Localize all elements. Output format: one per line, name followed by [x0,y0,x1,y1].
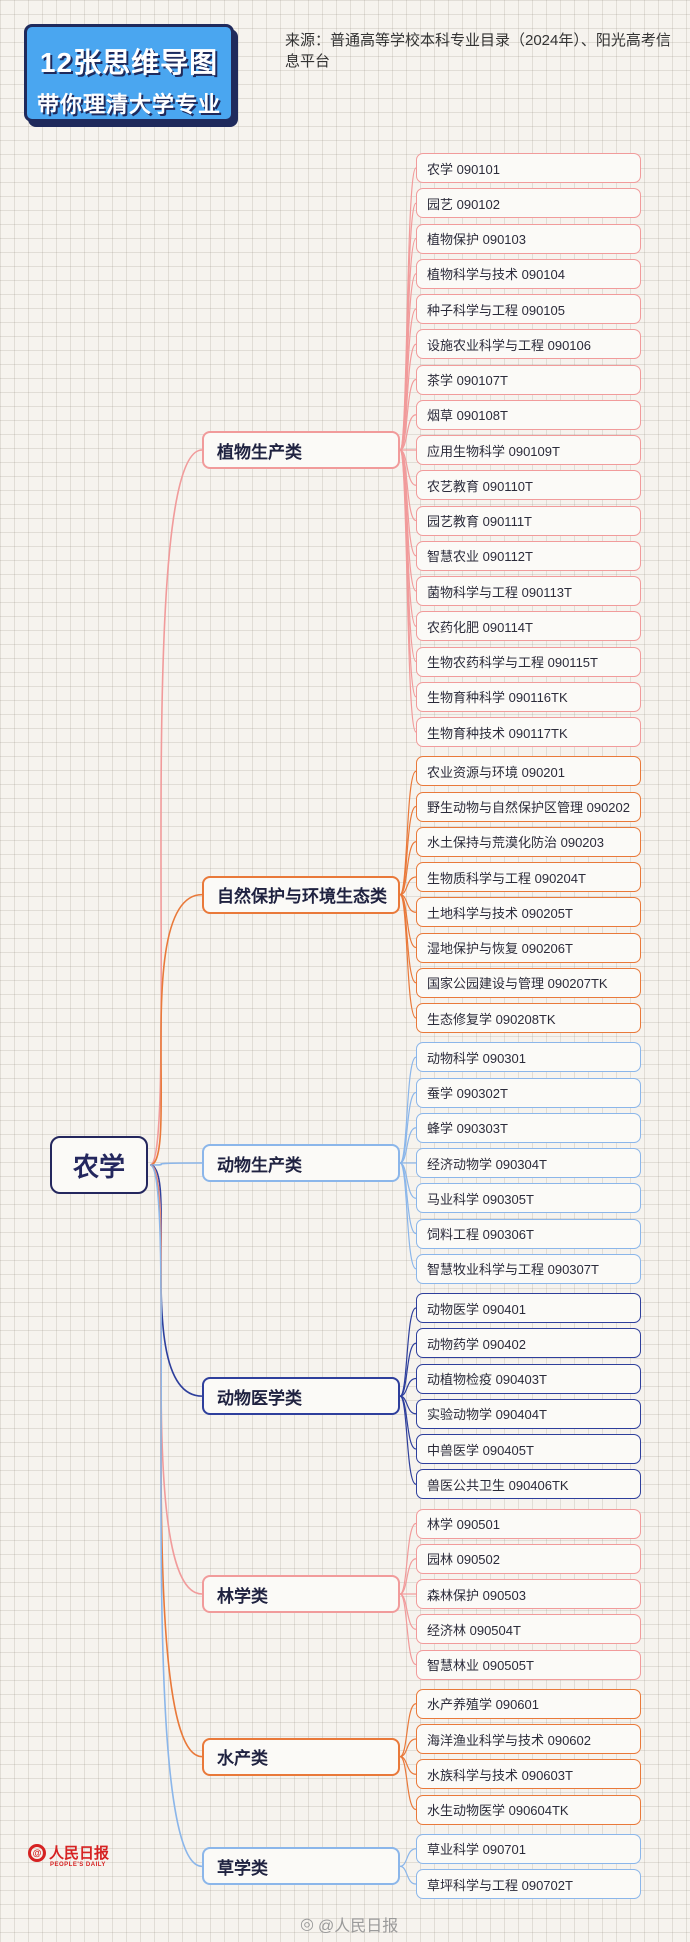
major-item: 智慧农业 090112T [416,540,641,571]
major-item: 经济动物学 090304T [416,1148,641,1178]
source-note: 来源：普通高等学校本科专业目录（2024年）、阳光高考信息平台 [285,32,671,70]
leaf-branch-line [399,1593,417,1630]
major-item: 种子科学与工程 090105 [416,294,641,324]
category-node: 动物医学类 [202,1377,400,1416]
leaf-branch-line [399,1056,417,1164]
title-line-1: 12张思维导图 [39,47,219,78]
major-item: 植物保护 090103 [416,223,641,254]
root-node: 农学 [50,1136,148,1194]
major-item: 应用生物科学 090109T [416,435,641,465]
leaf-branch-line [399,1377,417,1397]
major-item: 烟草 090108T [416,399,641,430]
major-item: 智慧林业 090505T [416,1649,641,1680]
title-line-2: 带你理清大学专业 [36,92,221,117]
logo-mark-icon: @ [28,1843,46,1862]
weibo-icon: ◎ [300,1916,314,1933]
leaf-branch-line [399,1522,417,1595]
major-item: 饲料工程 090306T [416,1218,641,1249]
major-item: 水产养殖学 090601 [416,1688,641,1719]
major-item: 生物农药科学与工程 090115T [416,646,641,677]
leaf-branch-line [399,1738,417,1758]
leaf-branch-line [399,894,417,1019]
major-item: 蜂学 090303T [416,1112,641,1143]
major-item: 草坪科学与工程 090702T [416,1869,641,1899]
major-item: 水生动物医学 090604TK [416,1794,641,1825]
leaf-branch-line [399,1865,417,1885]
leaf-branch-line [399,841,417,896]
major-item: 蚕学 090302T [416,1077,641,1108]
leaf-branch-line [399,876,417,896]
leaf-branch-line [399,1703,417,1758]
major-item: 森林保护 090503 [416,1579,641,1609]
leaf-branch-line [399,1593,417,1666]
major-item: 园艺教育 090111T [416,505,641,536]
major-item: 土地科学与技术 090205T [416,897,641,928]
major-item: 海洋渔业科学与技术 090602 [416,1724,641,1754]
major-item: 农艺教育 090110T [416,470,641,501]
root-branch-line [149,1162,203,1166]
category-node: 植物生产类 [202,431,400,469]
people-daily-logo: @ 人民日报 PEOPLE'S DAILY [28,1842,110,1868]
leaf-branch-line [399,1127,417,1164]
leaf-branch-line [399,1395,417,1485]
leaf-branch-line [399,770,417,896]
major-item: 经济林 090504T [416,1614,641,1645]
root-branch-line [149,1164,203,1868]
major-item: 生物质科学与工程 090204T [416,862,641,892]
major-item: 菌物科学与工程 090113T [416,576,641,606]
leaf-branch-line [399,1162,417,1270]
major-item: 马业科学 090305T [416,1183,641,1214]
leaf-branch-line [399,1756,417,1811]
leaf-branch-line [399,1395,417,1450]
major-item: 茶学 090107T [416,364,641,395]
major-item: 水土保持与荒漠化防治 090203 [416,826,641,857]
major-item: 园艺 090102 [416,188,641,219]
major-item: 动物药学 090402 [416,1328,641,1359]
category-node: 自然保护与环境生态类 [202,875,400,914]
major-item: 实验动物学 090404T [416,1398,641,1429]
root-branch-line [149,893,203,1166]
major-item: 动物医学 090401 [416,1293,641,1323]
logo-text: 人民日报 [49,1845,110,1862]
leaf-branch-line [399,414,417,451]
major-item: 植物科学与技术 090104 [416,258,641,289]
major-item: 生态修复学 090208TK [416,1003,641,1033]
category-node: 草学类 [202,1847,400,1886]
major-item: 国家公园建设与管理 090207TK [416,967,641,998]
watermark-text: @人民日报 [317,1918,399,1935]
major-item: 水族科学与技术 090603T [416,1759,641,1790]
major-item: 湿地保护与恢复 090206T [416,932,641,963]
root-branch-line [149,449,203,1166]
title-card: 12张思维导图 带你理清大学专业 [24,24,234,122]
root-branch-line [149,1164,203,1758]
major-item: 动植物检疫 090403T [416,1363,641,1394]
major-item: 林学 090501 [416,1508,641,1539]
watermark: ◎ @人民日报 [300,1912,398,1936]
logo-subtext: PEOPLE'S DAILY [50,1862,106,1868]
leaf-branch-line [399,1307,417,1397]
major-item: 兽医公共卫生 090406TK [416,1469,641,1500]
leaf-branch-line [399,1848,417,1867]
major-item: 园林 090502 [416,1543,641,1574]
major-item: 设施农业科学与工程 090106 [416,329,641,360]
major-item: 动物科学 090301 [416,1042,641,1073]
major-item: 农学 090101 [416,153,641,183]
major-item: 农业资源与环境 090201 [416,756,641,787]
major-item: 野生动物与自然保护区管理 090202 [416,791,641,822]
major-item: 生物育种科学 090116TK [416,681,641,712]
category-node: 水产类 [202,1737,400,1776]
leaf-branch-line [399,1342,417,1397]
major-item: 智慧牧业科学与工程 090307T [416,1253,641,1284]
category-node: 动物生产类 [202,1144,400,1182]
major-item: 农药化肥 090114T [416,611,641,642]
leaf-branch-line [399,1558,417,1595]
major-item: 生物育种技术 090117TK [416,717,641,747]
major-item: 草业科学 090701 [416,1833,641,1864]
leaf-branch-line [399,449,417,733]
major-item: 中兽医学 090405T [416,1434,641,1464]
category-node: 林学类 [202,1575,400,1613]
